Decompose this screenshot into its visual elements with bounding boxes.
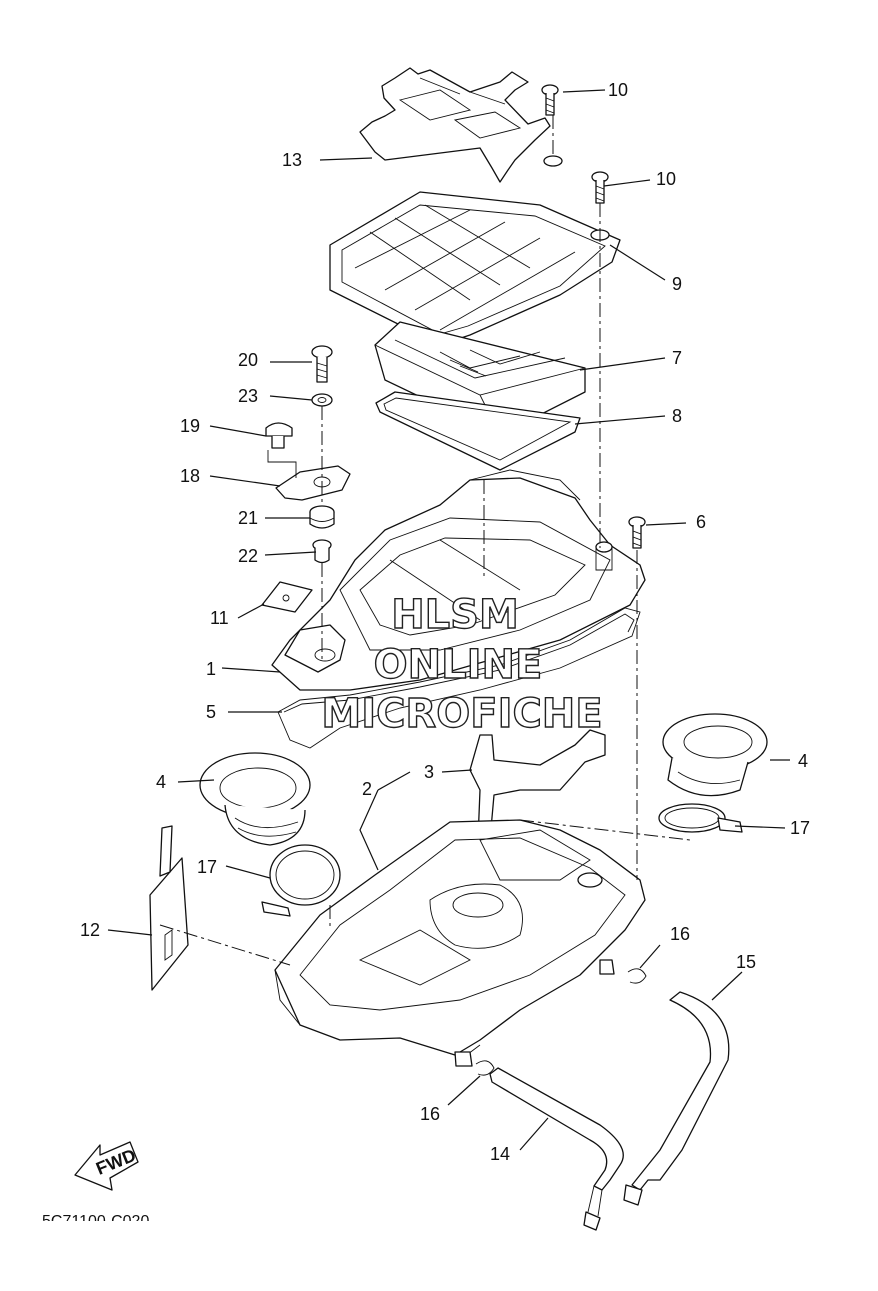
watermark-line-1: HLSM	[391, 592, 519, 638]
case-gasket-part-5	[277, 607, 641, 749]
callout-1: 1	[206, 659, 216, 679]
filter-element-part-7	[374, 321, 586, 436]
callout-19: 19	[180, 416, 200, 436]
sheet-part-12	[149, 825, 189, 991]
leader-lines	[107, 89, 790, 1151]
callout-4-left: 4	[156, 772, 166, 792]
screw-part-10-a	[541, 84, 563, 167]
callout-10-a: 10	[608, 80, 628, 100]
callout-18: 18	[180, 466, 200, 486]
callout-5: 5	[206, 702, 216, 722]
callout-11: 11	[210, 608, 229, 628]
hose-clip-part-16-right	[599, 959, 647, 984]
hose-clamp-part-17-left	[261, 844, 341, 917]
callout-9: 9	[672, 274, 682, 294]
callout-16-right: 16	[670, 924, 690, 944]
air-joint-part-4-right	[662, 713, 768, 797]
bracket-part-13	[359, 67, 551, 183]
plate-part-18	[267, 450, 351, 501]
callouts: 10 13 10 9 7 8 20 23 19 18 21 22 6 11 1 …	[80, 80, 810, 1164]
callout-12: 12	[80, 920, 100, 940]
watermark: HLSM ONLINE MICROFICHE	[321, 591, 604, 737]
sheet-part-11	[261, 581, 313, 613]
air-case-cap-part-1	[271, 469, 646, 691]
collar-part-22	[312, 539, 332, 564]
callout-6: 6	[696, 512, 706, 532]
grommet-part-21	[309, 505, 335, 529]
callout-16-left: 16	[420, 1104, 440, 1124]
drain-hose-part-14	[489, 1067, 624, 1231]
air-case-part-2	[274, 819, 646, 1061]
screw-part-19	[265, 422, 293, 449]
hose-clamp-part-17-right	[658, 803, 743, 833]
callout-8: 8	[672, 406, 682, 426]
hose-clip-part-16-left	[454, 1051, 495, 1076]
callout-13: 13	[282, 150, 302, 170]
callout-23: 23	[238, 386, 258, 406]
screw-part-6	[628, 516, 646, 549]
callout-10-b: 10	[656, 169, 676, 189]
watermark-line-2: ONLINE	[374, 642, 543, 688]
washer-part-23	[311, 393, 333, 407]
callout-15: 15	[736, 952, 756, 972]
bolt-part-20	[311, 345, 333, 383]
watermark-line-3: MICROFICHE	[321, 691, 602, 737]
filter-cover-part-9	[329, 191, 621, 346]
forward-direction-badge: FWD	[74, 1141, 139, 1191]
callout-4-right: 4	[798, 751, 808, 771]
callout-17-right: 17	[790, 818, 810, 838]
screw-part-10-b	[591, 171, 609, 204]
air-joint-part-4-left	[199, 752, 311, 846]
callout-2: 2	[362, 779, 372, 799]
gasket-part-8	[375, 391, 581, 471]
callout-20: 20	[238, 350, 258, 370]
callout-21: 21	[238, 508, 258, 528]
drawing-code-crop	[0, 1221, 260, 1291]
callout-14: 14	[490, 1144, 510, 1164]
drain-hose-part-15	[623, 991, 730, 1206]
callout-3: 3	[424, 762, 434, 782]
callout-7: 7	[672, 348, 682, 368]
callout-17-left: 17	[197, 857, 217, 877]
callout-22: 22	[238, 546, 258, 566]
